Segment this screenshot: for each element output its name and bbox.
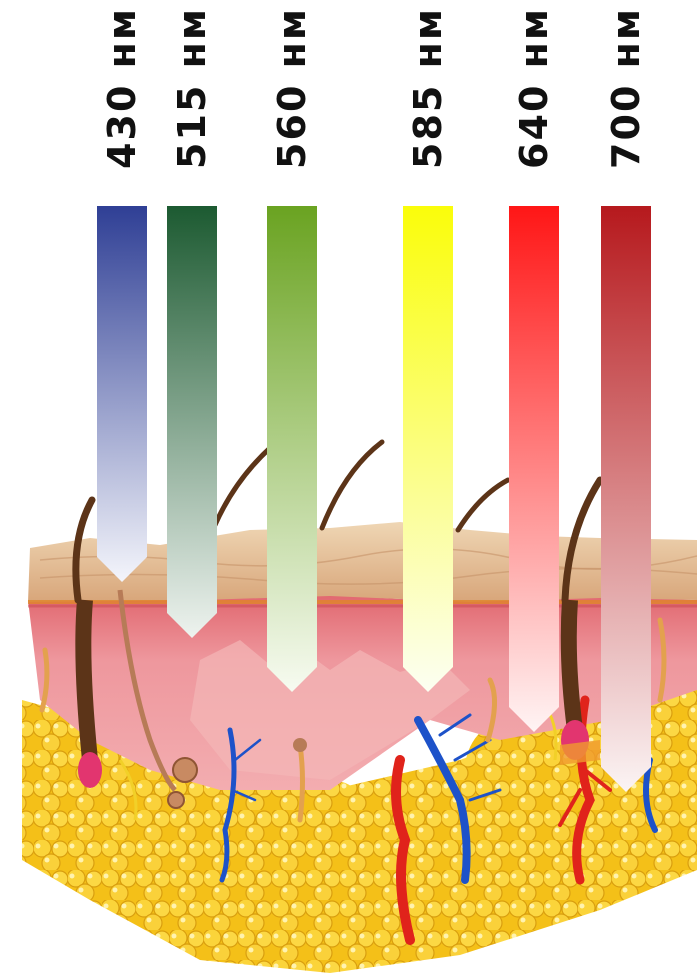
wavelength-label-700: 700 нм <box>596 0 656 175</box>
wavelength-label-430: 430 нм <box>92 0 152 175</box>
wavelength-label-text: 700 нм <box>604 7 648 169</box>
beam-515 <box>167 206 217 638</box>
wavelength-label-515: 515 нм <box>162 0 222 175</box>
beam-560 <box>267 206 317 692</box>
wavelength-label-text: 560 нм <box>270 7 314 169</box>
beam-585 <box>403 206 453 692</box>
wavelength-label-585: 585 нм <box>398 0 458 175</box>
beam-430 <box>97 206 147 582</box>
wavelength-label-text: 585 нм <box>406 7 450 169</box>
beam-640 <box>509 206 559 732</box>
wavelength-label-640: 640 нм <box>504 0 564 175</box>
wavelength-label-text: 515 нм <box>170 7 214 169</box>
wavelength-label-560: 560 нм <box>262 0 322 175</box>
wavelength-label-text: 430 нм <box>100 7 144 169</box>
wavelength-label-text: 640 нм <box>512 7 556 169</box>
beam-700 <box>601 206 651 792</box>
